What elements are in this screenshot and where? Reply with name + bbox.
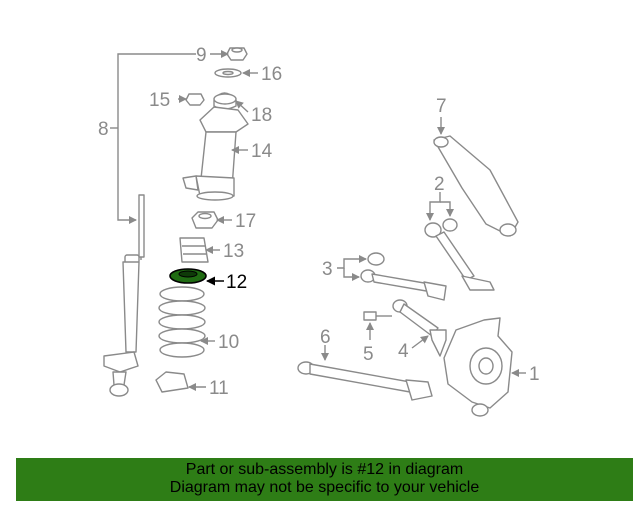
callout-2: 2 <box>434 174 445 195</box>
callout-8: 8 <box>98 119 109 140</box>
callout-5: 5 <box>363 344 374 365</box>
upper-mount-part-14 <box>182 106 249 201</box>
callout-18: 18 <box>251 105 272 126</box>
callout-13: 13 <box>223 241 244 262</box>
callout-10: 10 <box>218 332 239 353</box>
toe-arm-part-2 <box>424 218 495 291</box>
callout-12: 12 <box>226 272 247 293</box>
callout-14: 14 <box>251 141 273 162</box>
lower-arm-part-6 <box>297 361 433 401</box>
nut-part-9 <box>226 47 248 61</box>
cushion-part-18 <box>213 92 237 110</box>
washer-part-16 <box>214 68 242 78</box>
knuckle-part-1 <box>443 317 513 417</box>
callout-11: 11 <box>209 378 229 399</box>
callout-17: 17 <box>235 211 256 232</box>
banner-line-1: Part or sub-assembly is #12 in diagram <box>185 461 464 478</box>
arm-part-3 <box>360 252 447 301</box>
callout-1: 1 <box>529 364 540 385</box>
spring-insulator-part-12 <box>169 268 207 284</box>
arm-part-4 <box>392 299 447 357</box>
bracket-8 <box>110 53 196 224</box>
shock-absorber <box>103 194 145 397</box>
banner-line-2: Diagram may not be specific to your vehi… <box>169 479 480 496</box>
callout-7: 7 <box>436 96 447 117</box>
callout-9: 9 <box>196 45 207 66</box>
lower-insulator-part-11 <box>155 371 189 393</box>
bump-stopper-part-17 <box>191 211 219 229</box>
diagram-notice-banner: Part or sub-assembly is #12 in diagram D… <box>16 458 633 501</box>
callout-15: 15 <box>149 90 170 111</box>
upper-arm-part-7 <box>433 135 519 237</box>
callout-3: 3 <box>322 259 333 280</box>
callout-6: 6 <box>320 327 331 348</box>
callout-16: 16 <box>261 64 282 85</box>
boot-part-13 <box>179 237 209 263</box>
bolt-part-5 <box>363 311 392 321</box>
coil-spring-part-10 <box>158 286 206 358</box>
nut-part-15 <box>185 93 205 106</box>
callout-4: 4 <box>398 341 409 362</box>
